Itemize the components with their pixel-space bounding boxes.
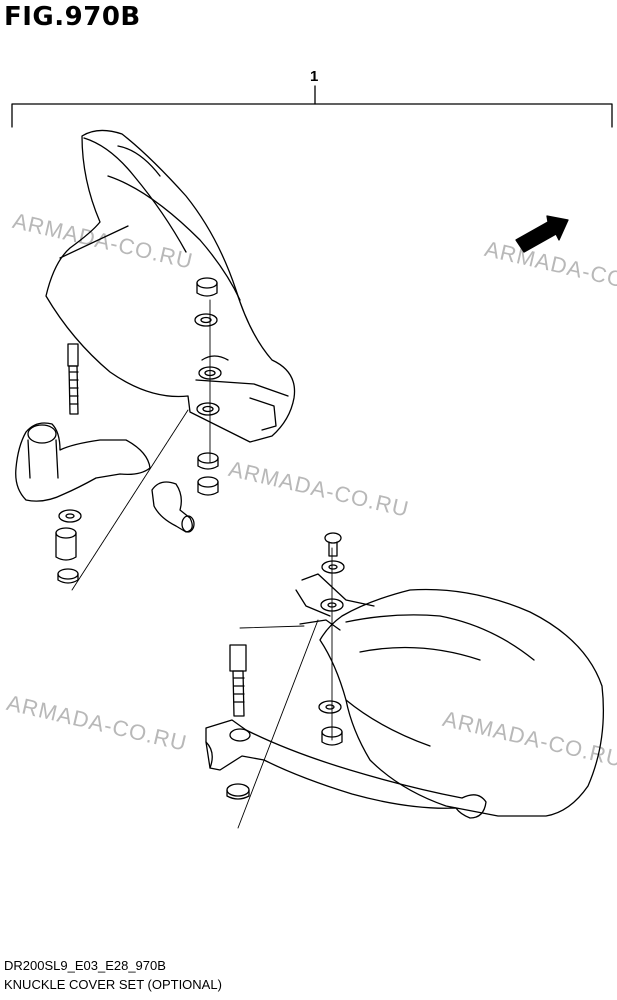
figure-title: FIG.970B xyxy=(4,2,141,32)
knuckle-guard-right xyxy=(295,573,604,817)
nut-upper xyxy=(196,277,218,297)
brake-lever xyxy=(205,719,487,819)
clamp-bracket xyxy=(15,422,151,502)
knuckle-guard-left xyxy=(45,129,296,443)
washer-spacer xyxy=(58,509,82,523)
diagram-caption: KNUCKLE COVER SET (OPTIONAL) xyxy=(4,977,222,992)
bolt-left xyxy=(67,343,79,415)
leader-lines-upper xyxy=(71,299,211,591)
leader-lines-lower xyxy=(237,547,333,829)
reference-number: 1 xyxy=(310,68,319,85)
washer-right-upper xyxy=(321,560,345,574)
spacer-collar xyxy=(55,527,77,561)
nut-spacer xyxy=(57,568,79,584)
fwd-arrow-icon xyxy=(515,215,569,253)
washer-right-lower xyxy=(318,700,342,714)
diagram-code: DR200SL9_E03_E28_970B xyxy=(4,958,166,973)
washer-lower xyxy=(196,402,220,416)
bolt-right xyxy=(229,644,247,717)
collar-nut xyxy=(197,452,219,470)
nut-lever xyxy=(226,783,250,800)
screw xyxy=(324,532,342,557)
assembly-bracket xyxy=(11,85,613,128)
washer-upper xyxy=(194,313,218,327)
nut-lower xyxy=(197,476,219,496)
rubber-mount xyxy=(151,481,195,533)
